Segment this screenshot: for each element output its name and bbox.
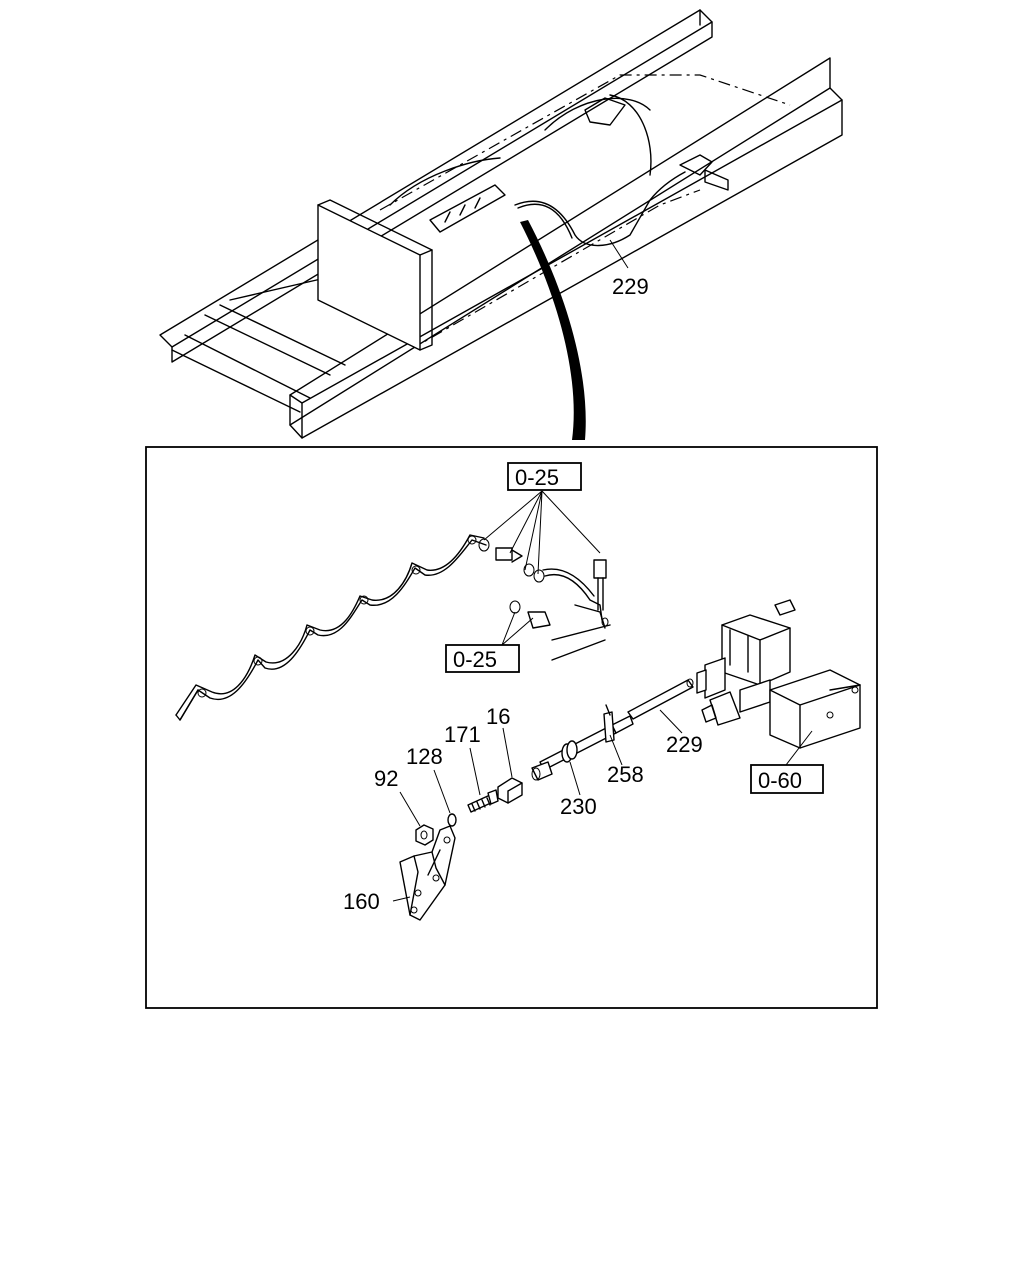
washer-128 [447,813,457,827]
fuel-pipe-229 [627,678,694,720]
leader-258 [609,734,623,766]
detail-frame [145,446,878,1009]
leader-16 [502,727,513,778]
callout-128: 128 [406,744,443,769]
leader-229 [659,709,683,734]
callout-160: 160 [343,889,380,914]
callout-229-detail: 229 [666,732,703,757]
ref-box-top: 0-25 [507,462,582,491]
callout-16: 16 [486,704,510,729]
shaft-assembly-230 [531,704,634,781]
nut-16 [497,777,523,804]
callout-171: 171 [444,722,481,747]
callout-258: 258 [607,762,644,787]
callout-92: 92 [374,766,398,791]
svg-text:0-25: 0-25 [453,647,497,672]
ref-mid-leaders [501,611,534,646]
nut-92 [415,824,434,846]
stud-171 [467,789,499,813]
fuel-valve-assembly [696,599,861,749]
leader-230 [569,761,581,796]
chassis-overview [159,9,843,440]
callout-230: 230 [560,794,597,819]
callout-229-overview: 229 [612,274,649,299]
leader-128 [433,769,451,814]
fuel-return-line [175,534,487,721]
ref-valve-leader [785,730,813,766]
bracket-160 [399,825,456,921]
svg-text:0-25: 0-25 [515,465,559,490]
leader-160 [392,896,411,902]
ref-box-mid: 0-25 [445,644,520,673]
svg-text:0-60: 0-60 [758,768,802,793]
leader-171 [469,747,481,796]
ref-box-valve: 0-60 [750,764,824,794]
banjo-fittings [478,538,611,661]
leader-92 [399,791,421,827]
ref-top-leaders [483,490,601,575]
